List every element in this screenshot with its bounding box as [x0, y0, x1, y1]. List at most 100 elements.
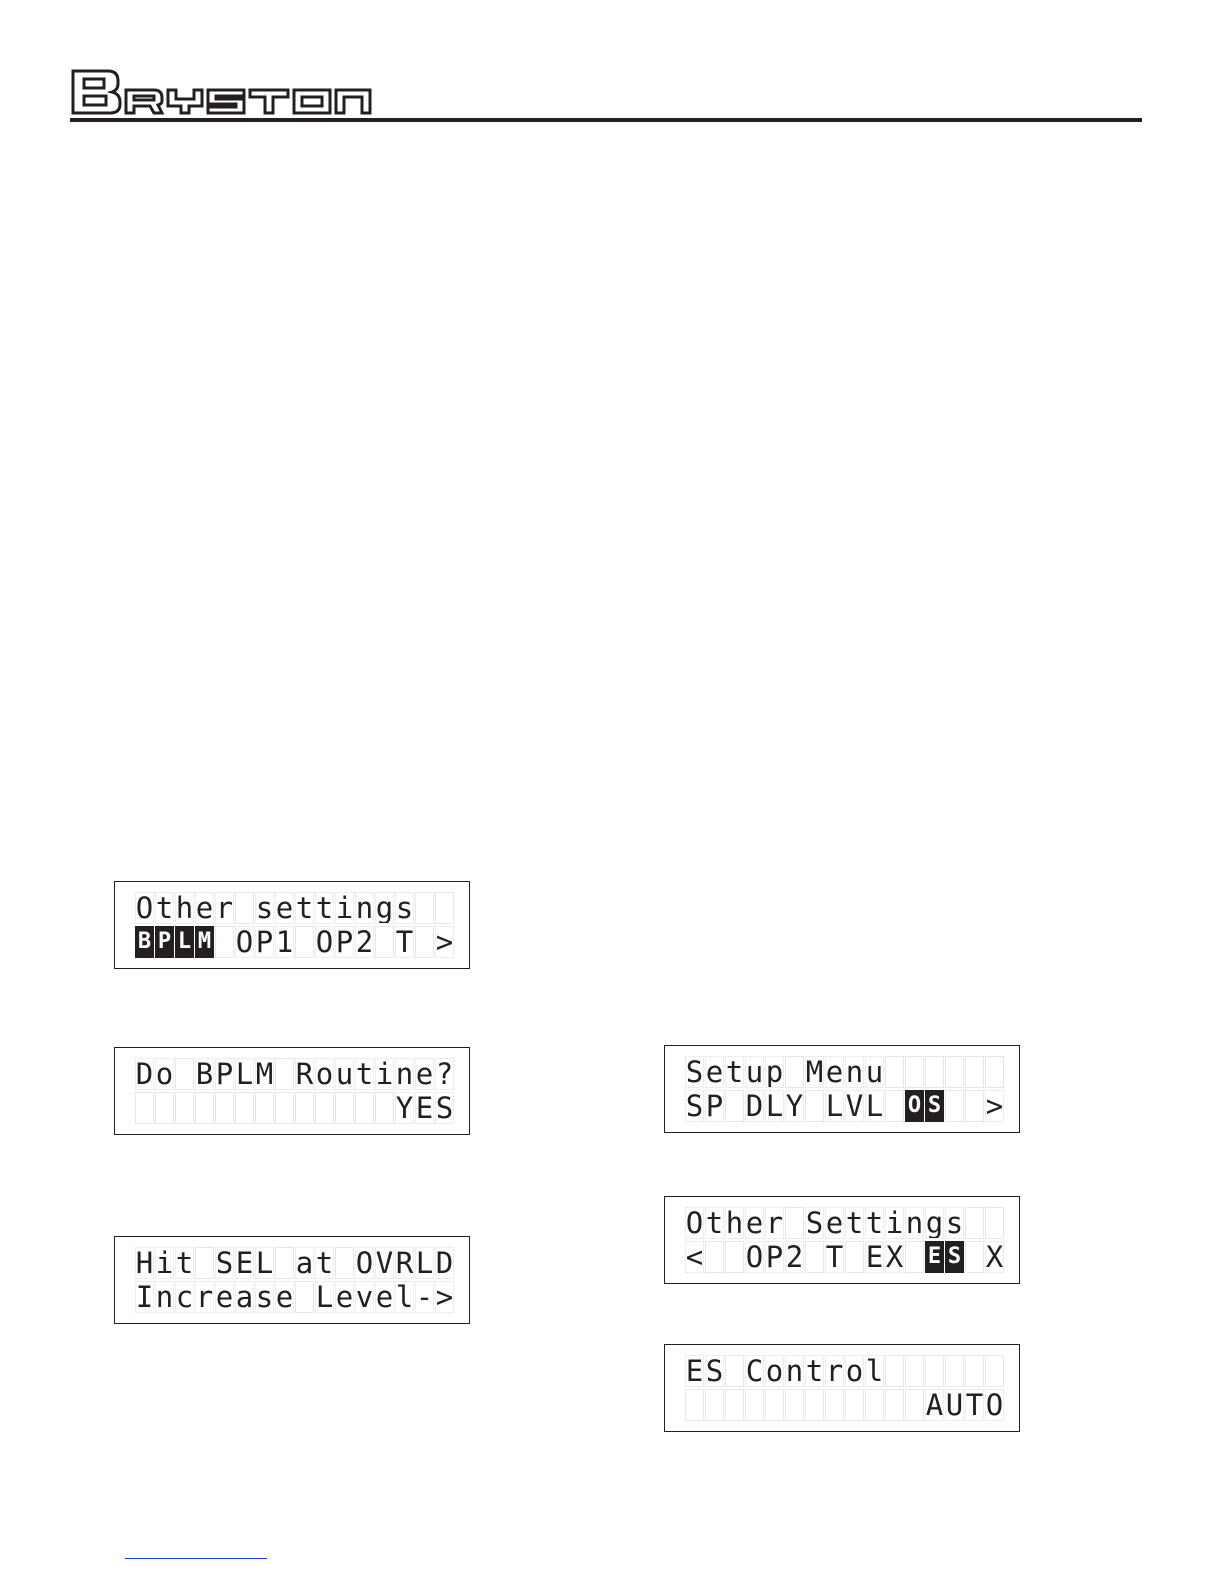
lcd-char: O — [135, 892, 154, 924]
lcd-char: i — [335, 892, 354, 924]
lcd-char — [825, 1389, 844, 1421]
lcd-char: P — [335, 926, 354, 958]
lcd-char: O — [235, 926, 254, 958]
lcd-char: ? — [435, 1058, 454, 1090]
lcd-char — [945, 1090, 964, 1122]
lcd-char: > — [435, 1281, 454, 1313]
lcd-char: D — [745, 1090, 764, 1122]
lcd-char: g — [925, 1207, 944, 1239]
lcd-char — [905, 1056, 924, 1088]
lcd-char: P — [155, 926, 174, 958]
lcd-char — [965, 1355, 984, 1387]
lcd-char — [805, 1090, 824, 1122]
lcd-char — [805, 1389, 824, 1421]
lcd-char — [985, 1056, 1004, 1088]
lcd-char — [765, 1389, 784, 1421]
lcd-char: n — [905, 1207, 924, 1239]
lcd-char — [335, 1092, 354, 1124]
lcd-char: t — [865, 1207, 884, 1239]
lcd-char: O — [685, 1207, 704, 1239]
lcd-char: s — [395, 892, 414, 924]
lcd-char: n — [355, 892, 374, 924]
lcd-char: P — [765, 1241, 784, 1273]
lcd-char: O — [315, 926, 334, 958]
lcd-char: < — [685, 1241, 704, 1273]
lcd-char — [435, 892, 454, 924]
lcd-char: B — [135, 926, 154, 958]
lcd-char — [725, 1241, 744, 1273]
lcd-char: L — [255, 1247, 274, 1279]
lcd-char: T — [395, 926, 414, 958]
lcd-char: t — [725, 1056, 744, 1088]
lcd-char — [805, 1241, 824, 1273]
lcd-char: P — [255, 926, 274, 958]
lcd-char — [965, 1090, 984, 1122]
lcd-char — [965, 1207, 984, 1239]
lcd-char: S — [215, 1247, 234, 1279]
lcd-char: X — [985, 1241, 1004, 1273]
lcd-char: i — [155, 1247, 174, 1279]
lcd-char: D — [135, 1058, 154, 1090]
lcd-char — [985, 1207, 1004, 1239]
lcd-char — [685, 1389, 704, 1421]
lcd-char — [945, 1056, 964, 1088]
lcd-char — [965, 1056, 984, 1088]
lcd-char: a — [235, 1281, 254, 1313]
lcd-char: > — [985, 1090, 1004, 1122]
lcd-char: a — [295, 1247, 314, 1279]
lcd-char — [705, 1389, 724, 1421]
lcd-char: t — [705, 1207, 724, 1239]
lcd-char: V — [845, 1090, 864, 1122]
bryston-logo — [71, 69, 372, 115]
lcd-char: l — [395, 1281, 414, 1313]
lcd-char: e — [415, 1058, 434, 1090]
lcd-char: n — [845, 1056, 864, 1088]
lcd-char: e — [275, 1281, 294, 1313]
lcd-char: O — [355, 1247, 374, 1279]
lcd-char: O — [905, 1090, 924, 1122]
lcd-char: S — [805, 1207, 824, 1239]
lcd-char: t — [315, 892, 334, 924]
lcd-char: R — [295, 1058, 314, 1090]
lcd-char: S — [685, 1056, 704, 1088]
lcd-char — [905, 1355, 924, 1387]
lcd-char: o — [845, 1355, 864, 1387]
lcd-char — [275, 1058, 294, 1090]
lcd-char: E — [415, 1092, 434, 1124]
lcd-char: s — [255, 892, 274, 924]
lcd-char: e — [335, 1281, 354, 1313]
lcd-char: C — [745, 1355, 764, 1387]
footer-link-underline[interactable] — [125, 1558, 267, 1559]
lcd-char — [905, 1389, 924, 1421]
lcd-char — [295, 1092, 314, 1124]
lcd-char: 1 — [275, 926, 294, 958]
lcd-char: e — [215, 1281, 234, 1313]
lcd-char: S — [705, 1355, 724, 1387]
lcd-char: e — [705, 1056, 724, 1088]
lcd-char — [175, 1058, 194, 1090]
lcd-char — [255, 1092, 274, 1124]
lcd-char — [965, 1241, 984, 1273]
lcd-char — [415, 892, 434, 924]
lcd-char: I — [135, 1281, 154, 1313]
lcd-char: P — [215, 1058, 234, 1090]
lcd-char: t — [355, 1058, 374, 1090]
lcd-char: e — [745, 1207, 764, 1239]
lcd-char: E — [865, 1241, 884, 1273]
lcd-char: 2 — [355, 926, 374, 958]
lcd-char — [375, 926, 394, 958]
lcd-char: T — [965, 1389, 984, 1421]
lcd-char — [885, 1389, 904, 1421]
lcd-char: t — [175, 1247, 194, 1279]
lcd-char — [745, 1389, 764, 1421]
